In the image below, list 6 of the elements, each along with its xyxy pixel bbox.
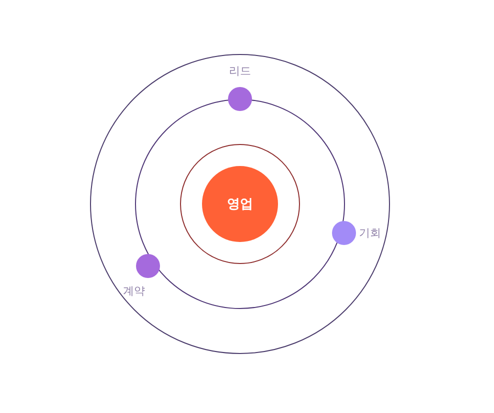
dot-label: 기회 bbox=[359, 228, 381, 238]
orbit-ring bbox=[180, 144, 300, 264]
orbit-ring bbox=[90, 54, 390, 354]
dot-label: 계약 bbox=[123, 286, 145, 296]
center-label: 영업 bbox=[227, 198, 253, 210]
dot-label: 리드 bbox=[229, 66, 251, 76]
